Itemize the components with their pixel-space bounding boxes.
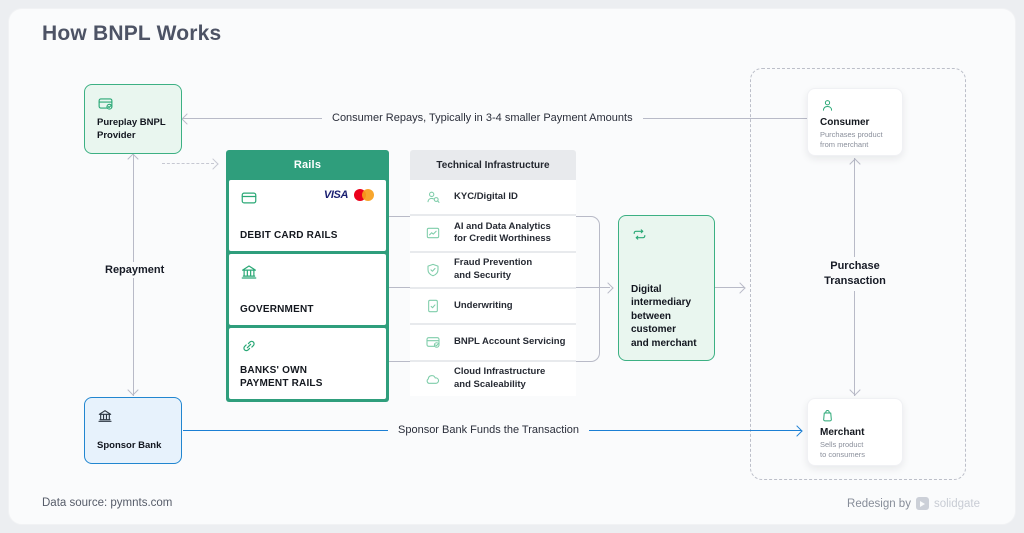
solidgate-brand-text: solidgate [933,497,980,510]
purchase-zone-dashed-box [750,68,966,480]
bracket-bottom-corner [584,346,600,362]
bag-icon [820,408,835,423]
technical-infrastructure-panel: Technical Infrastructure KYC/Digital ID … [410,150,576,396]
tech-item-underwriting: Underwriting [410,288,576,324]
data-source-text: Data source: pymnts.com [42,497,173,509]
rail-row-government: GOVERNMENT [229,254,386,325]
rail-row-banks-own: BANKS' OWN PAYMENT RAILS [229,328,386,399]
funds-label: Sponsor Bank Funds the Transaction [388,422,589,438]
rail-row-label: GOVERNMENT [240,304,314,315]
analytics-icon [425,225,441,241]
bank-icon [240,263,375,286]
repayment-label: Repayment [95,262,175,278]
swap-icon [631,226,648,243]
redesign-credit: Redesign by solidgate [847,497,980,510]
tech-item-fraud: Fraud Prevention and Security [410,252,576,287]
document-check-icon [425,298,441,314]
mastercard-icon [354,189,375,201]
consumer-title: Consumer [820,117,870,128]
tech-item-label: Fraud Prevention and Security [454,257,533,281]
technical-infrastructure-list: KYC/Digital ID AI and Data Analytics for… [410,180,576,396]
pureplay-bnpl-provider-box: Pureplay BNPL Provider [84,84,182,154]
consumer-card: Consumer Purchases product from merchant [807,88,903,156]
digital-intermediary-label: Digital intermediary between customer an… [631,283,697,349]
purchase-label: Purchase Transaction [808,257,902,291]
tech-item-label: AI and Data Analytics for Credit Worthin… [454,221,551,245]
consumer-repays-label: Consumer Repays, Typically in 3-4 smalle… [322,110,643,126]
tech-item-label: Cloud Infrastructure and Scaleability [454,366,546,390]
tech-item-cloud: Cloud Infrastructure and Scaleability [410,361,576,396]
technical-infrastructure-header: Technical Infrastructure [436,159,550,171]
shield-check-icon [425,262,441,278]
page-title: How BNPL Works [42,22,222,45]
credit-card-badge-icon [425,334,441,350]
bracket-vertical-line [598,229,600,348]
redesign-by-text: Redesign by [847,497,911,510]
bank-icon [97,408,114,425]
person-icon [820,98,835,113]
digital-intermediary-box: Digital intermediary between customer an… [618,215,715,361]
solidgate-logo-icon [915,497,929,510]
person-search-icon [425,189,441,205]
tech-item-ai-analytics: AI and Data Analytics for Credit Worthin… [410,216,576,251]
cloud-icon [425,371,441,387]
rail-row-label: DEBIT CARD RAILS [240,230,338,241]
link-icon [240,337,375,360]
provider-to-rails-dashed-line [162,163,214,164]
rails-table: Rails VISA DEBIT CARD RAILS G [226,150,389,402]
merchant-card: Merchant Sells product to consumers [807,398,903,466]
sponsor-bank-label: Sponsor Bank [97,440,162,452]
rail-row-debit-card: VISA DEBIT CARD RAILS [229,180,386,251]
merchant-subtitle: Sells product to consumers [820,440,866,460]
card-network-logos: VISA [324,189,375,201]
merchant-title: Merchant [820,427,865,438]
rails-body: VISA DEBIT CARD RAILS GOVERNMENT BANKS' … [226,180,389,402]
sponsor-bank-box: Sponsor Bank [84,397,182,464]
pureplay-bnpl-provider-label: Pureplay BNPL Provider [97,117,166,142]
intermediary-out-line [715,287,744,288]
tech-item-label: BNPL Account Servicing [454,336,566,348]
tech-item-kyc: KYC/Digital ID [410,180,576,215]
tech-item-label: KYC/Digital ID [454,190,518,202]
tech-item-label: Underwriting [454,299,513,311]
consumer-subtitle: Purchases product from merchant [820,130,883,150]
bracket-top-corner [584,215,600,232]
rails-header: Rails [293,159,322,171]
credit-card-icon [240,189,258,212]
visa-logo: VISA [323,189,348,201]
credit-card-badge-icon [97,95,114,112]
rail-row-label: BANKS' OWN PAYMENT RAILS [240,365,323,389]
tech-item-account-servicing: BNPL Account Servicing [410,325,576,360]
